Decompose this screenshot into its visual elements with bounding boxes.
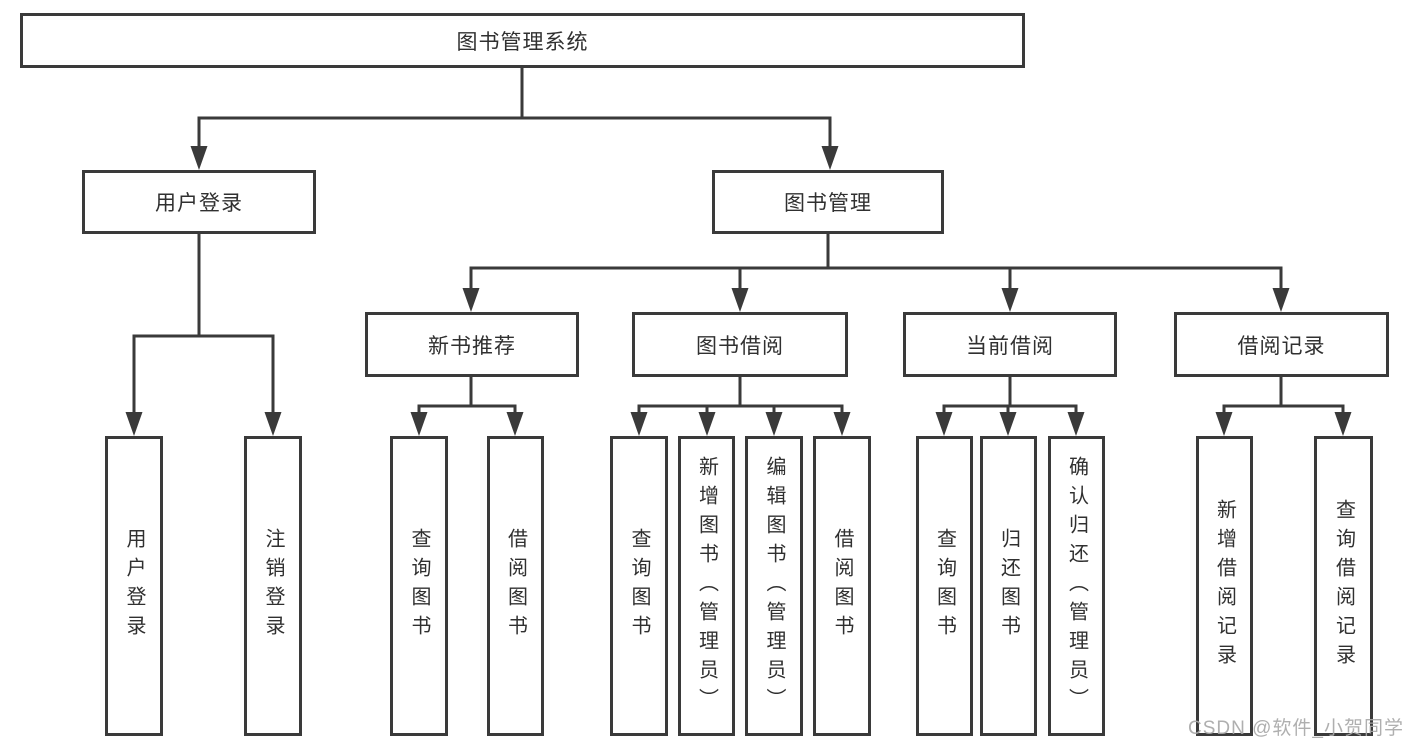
node-borrow-records: 借阅记录	[1174, 312, 1389, 377]
arrow-down-icon	[1272, 288, 1290, 312]
node-rec-borrow-books: 借阅图书	[487, 436, 544, 736]
arrow-down-icon	[462, 288, 480, 312]
node-cb-confirm-return-admin: 确认归还（管理员）	[1048, 436, 1105, 736]
connector-user-login-to-children	[125, 233, 282, 436]
node-label: 图书借阅	[696, 334, 784, 358]
node-user-login: 用户登录	[82, 170, 316, 234]
node-user-login-leaf: 用户登录	[105, 436, 163, 736]
arrow-down-icon	[731, 288, 749, 312]
arrow-down-icon	[190, 146, 208, 170]
node-label: 确认归还（管理员）	[1065, 455, 1088, 717]
node-label: 当前借阅	[966, 334, 1054, 358]
node-label: 借阅记录	[1237, 334, 1326, 358]
node-book-management: 图书管理	[712, 170, 944, 234]
arrow-down-icon	[999, 412, 1017, 436]
node-label: 查询图书	[408, 528, 430, 644]
node-br-add-record: 新增借阅记录	[1196, 436, 1253, 736]
node-label: 查询图书	[628, 528, 650, 644]
node-label: 查询借阅记录	[1332, 499, 1355, 673]
connector-book-mgmt-to-level3	[462, 233, 1290, 312]
arrow-down-icon	[698, 412, 716, 436]
arrow-down-icon	[765, 412, 783, 436]
arrow-down-icon	[630, 412, 648, 436]
arrow-down-icon	[1215, 412, 1233, 436]
node-logout: 注销登录	[244, 436, 302, 736]
node-label: 借阅图书	[831, 528, 853, 644]
arrow-down-icon	[264, 412, 282, 436]
arrow-down-icon	[125, 412, 143, 436]
node-label: 新书推荐	[428, 334, 516, 358]
csdn-watermark: CSDN @软件_小贺同学	[1188, 718, 1404, 739]
node-cb-query-books: 查询图书	[916, 436, 973, 736]
arrow-down-icon	[1067, 412, 1085, 436]
node-label: 新增图书（管理员）	[695, 455, 718, 717]
arrow-down-icon	[833, 412, 851, 436]
node-rec-query-books: 查询图书	[390, 436, 448, 736]
node-label: 查询图书	[933, 528, 956, 644]
connector-borrow-records-to-children	[1215, 376, 1352, 436]
arrow-down-icon	[1001, 288, 1019, 312]
arrow-down-icon	[821, 146, 839, 170]
arrow-down-icon	[935, 412, 953, 436]
node-new-book-recommend: 新书推荐	[365, 312, 579, 377]
node-label: 编辑图书（管理员）	[763, 455, 785, 717]
node-bb-query-books: 查询图书	[610, 436, 668, 736]
node-current-borrowing: 当前借阅	[903, 312, 1117, 377]
node-label: 注销登录	[262, 528, 284, 644]
node-bb-add-books-admin: 新增图书（管理员）	[678, 436, 735, 736]
node-label: 用户登录	[123, 528, 145, 644]
arrow-down-icon	[506, 412, 524, 436]
node-cb-return-books: 归还图书	[980, 436, 1037, 736]
arrow-down-icon	[1334, 412, 1352, 436]
node-bb-edit-books-admin: 编辑图书（管理员）	[745, 436, 803, 736]
node-label: 归还图书	[997, 528, 1020, 644]
connector-root-to-level2	[190, 66, 839, 170]
connector-book-borrow-to-children	[630, 376, 851, 436]
node-label: 用户登录	[155, 192, 243, 215]
node-label: 图书管理系统	[456, 30, 589, 54]
node-book-borrowing: 图书借阅	[632, 312, 848, 377]
node-label: 新增借阅记录	[1213, 499, 1236, 673]
connector-new-book-rec-to-children	[410, 376, 524, 436]
node-book-management-system: 图书管理系统	[20, 13, 1025, 68]
node-br-query-record: 查询借阅记录	[1314, 436, 1373, 736]
node-label: 借阅图书	[504, 528, 527, 644]
node-label: 图书管理	[784, 192, 872, 215]
arrow-down-icon	[410, 412, 428, 436]
node-bb-borrow-books: 借阅图书	[813, 436, 871, 736]
connector-current-borrow-to-children	[935, 376, 1085, 436]
